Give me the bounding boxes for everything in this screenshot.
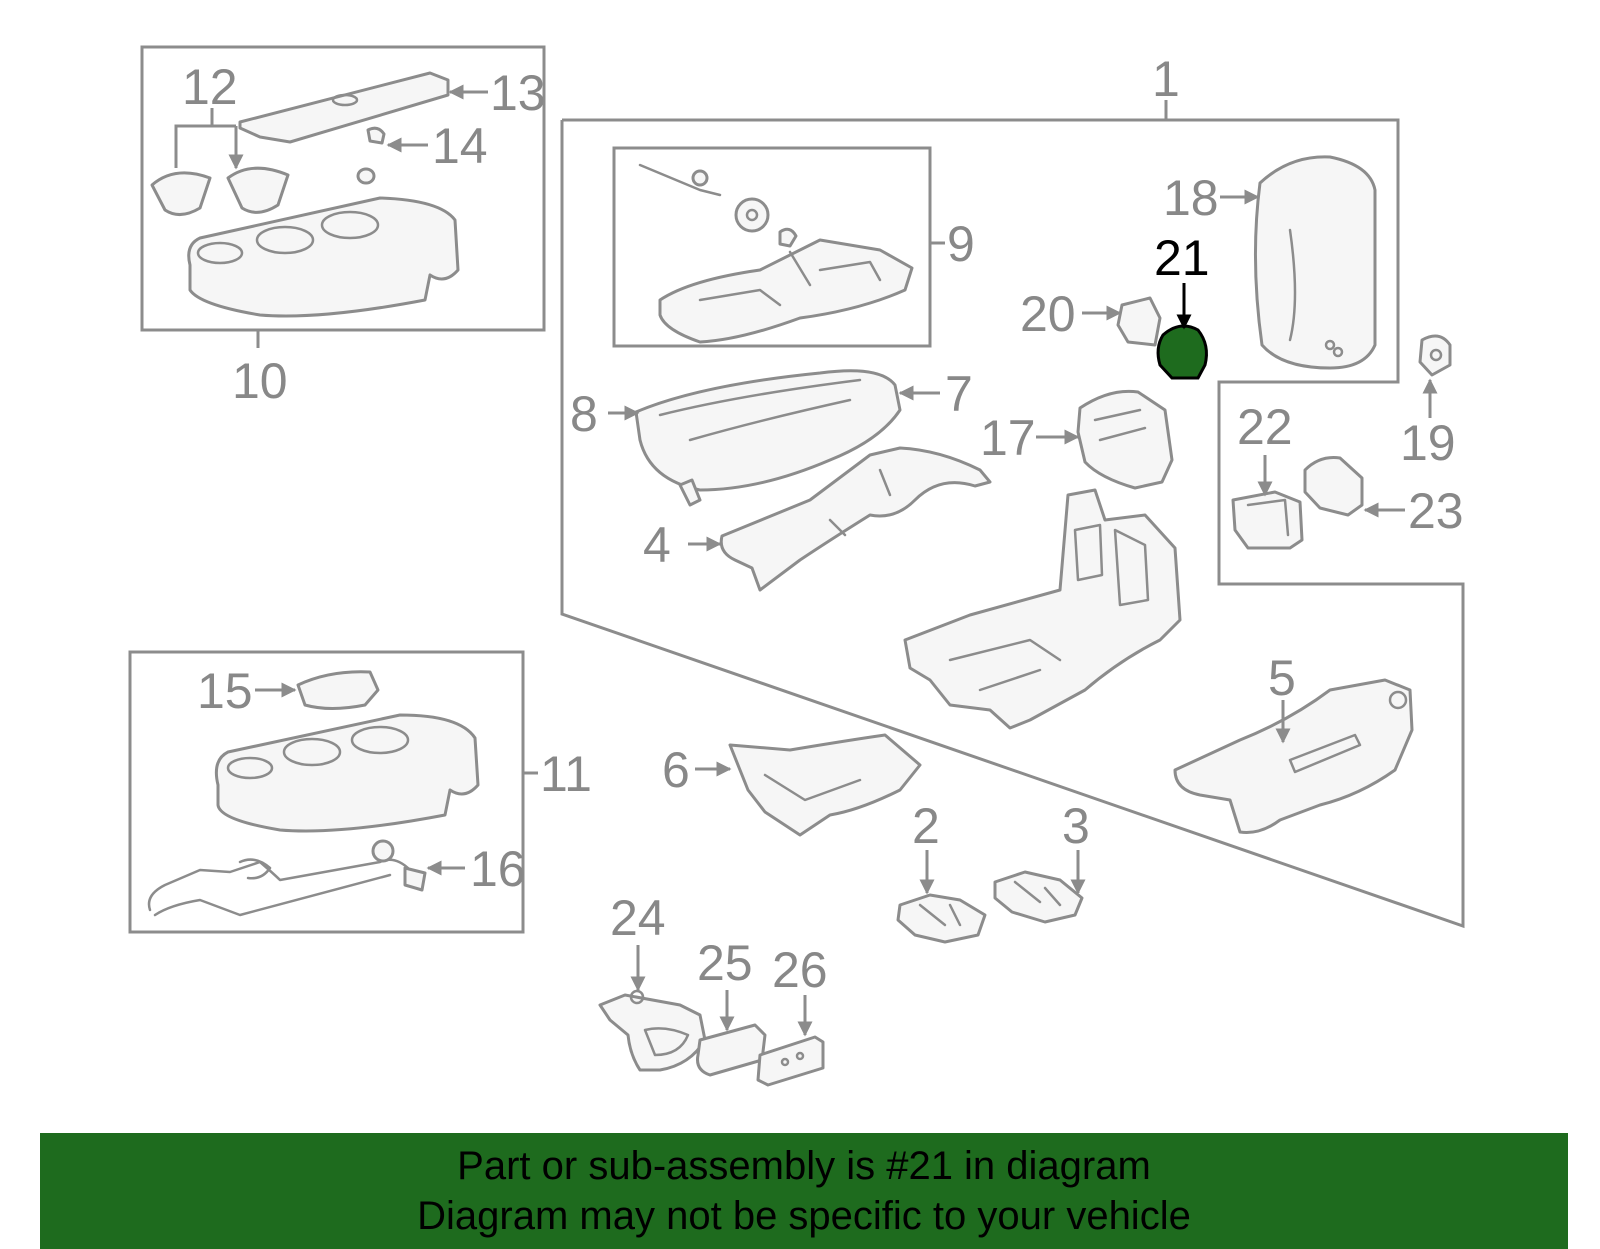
part-12-cup-holder-inserts[interactable] [150, 166, 290, 216]
label-10: 10 [232, 353, 288, 409]
label-18: 18 [1163, 170, 1219, 226]
part-16-cable[interactable] [147, 839, 427, 917]
part-13-top-cover[interactable] [238, 71, 450, 144]
label-21: 21 [1154, 230, 1210, 286]
part-14-clip[interactable] [366, 126, 386, 145]
part-26-plate[interactable] [756, 1035, 825, 1087]
part-5-side-panel[interactable] [1173, 678, 1414, 834]
label-25: 25 [697, 935, 753, 991]
label-8: 8 [570, 386, 598, 442]
label-22: 22 [1237, 399, 1293, 455]
label-17: 17 [980, 410, 1036, 466]
label-6: 6 [662, 742, 690, 798]
part-15-tray[interactable] [296, 670, 380, 710]
label-5: 5 [1268, 650, 1296, 706]
label-9: 9 [947, 216, 975, 272]
label-23: 23 [1408, 483, 1464, 539]
part-25-trim[interactable] [696, 1023, 767, 1077]
part-18-lid-pad[interactable] [1253, 155, 1377, 370]
assembly-box-11 [128, 650, 525, 934]
part-11-console-body[interactable] [214, 713, 480, 833]
label-13: 13 [490, 65, 546, 121]
part-23-bracket[interactable] [1303, 456, 1364, 517]
part-21-highlighted[interactable] [1156, 324, 1208, 380]
part-2-bracket[interactable] [896, 893, 987, 944]
label-20: 20 [1020, 286, 1076, 342]
assembly-outline-1 [560, 118, 1465, 929]
label-1: 1 [1152, 51, 1180, 107]
label-14: 14 [432, 118, 488, 174]
part-20-latch[interactable] [1116, 296, 1162, 347]
leader-12 [174, 108, 214, 168]
assembly-box-10 [140, 45, 546, 332]
part-10-console-body[interactable] [187, 167, 460, 318]
info-banner: Part or sub-assembly is #21 in diagram D… [40, 1133, 1568, 1249]
label-3: 3 [1062, 798, 1090, 854]
part-8-armrest-lid[interactable] [634, 369, 902, 507]
part-4-side-panel[interactable] [719, 446, 992, 592]
banner-line-2: Diagram may not be specific to your vehi… [417, 1194, 1191, 1238]
label-7: 7 [945, 366, 973, 422]
label-26: 26 [772, 942, 828, 998]
part-24-handle[interactable] [598, 989, 707, 1072]
part-9-mechanism[interactable] [638, 163, 914, 344]
label-2: 2 [912, 798, 940, 854]
label-24: 24 [610, 890, 666, 946]
part-6-tray[interactable] [728, 733, 922, 837]
part-19-grommet[interactable] [1418, 334, 1452, 377]
banner-line-1: Part or sub-assembly is #21 in diagram [457, 1144, 1151, 1188]
label-15: 15 [197, 663, 253, 719]
part-22-bezel[interactable] [1231, 490, 1304, 550]
part-3-bracket[interactable] [993, 870, 1084, 924]
label-12: 12 [182, 59, 238, 115]
assembly-box-9 [612, 146, 932, 348]
label-19: 19 [1400, 415, 1456, 471]
part-17-bracket[interactable] [1076, 389, 1174, 490]
label-11: 11 [540, 746, 592, 802]
label-16: 16 [470, 841, 526, 897]
console-base-frame[interactable] [903, 488, 1182, 730]
part-21-shape[interactable] [1156, 324, 1208, 380]
label-4: 4 [643, 517, 671, 573]
